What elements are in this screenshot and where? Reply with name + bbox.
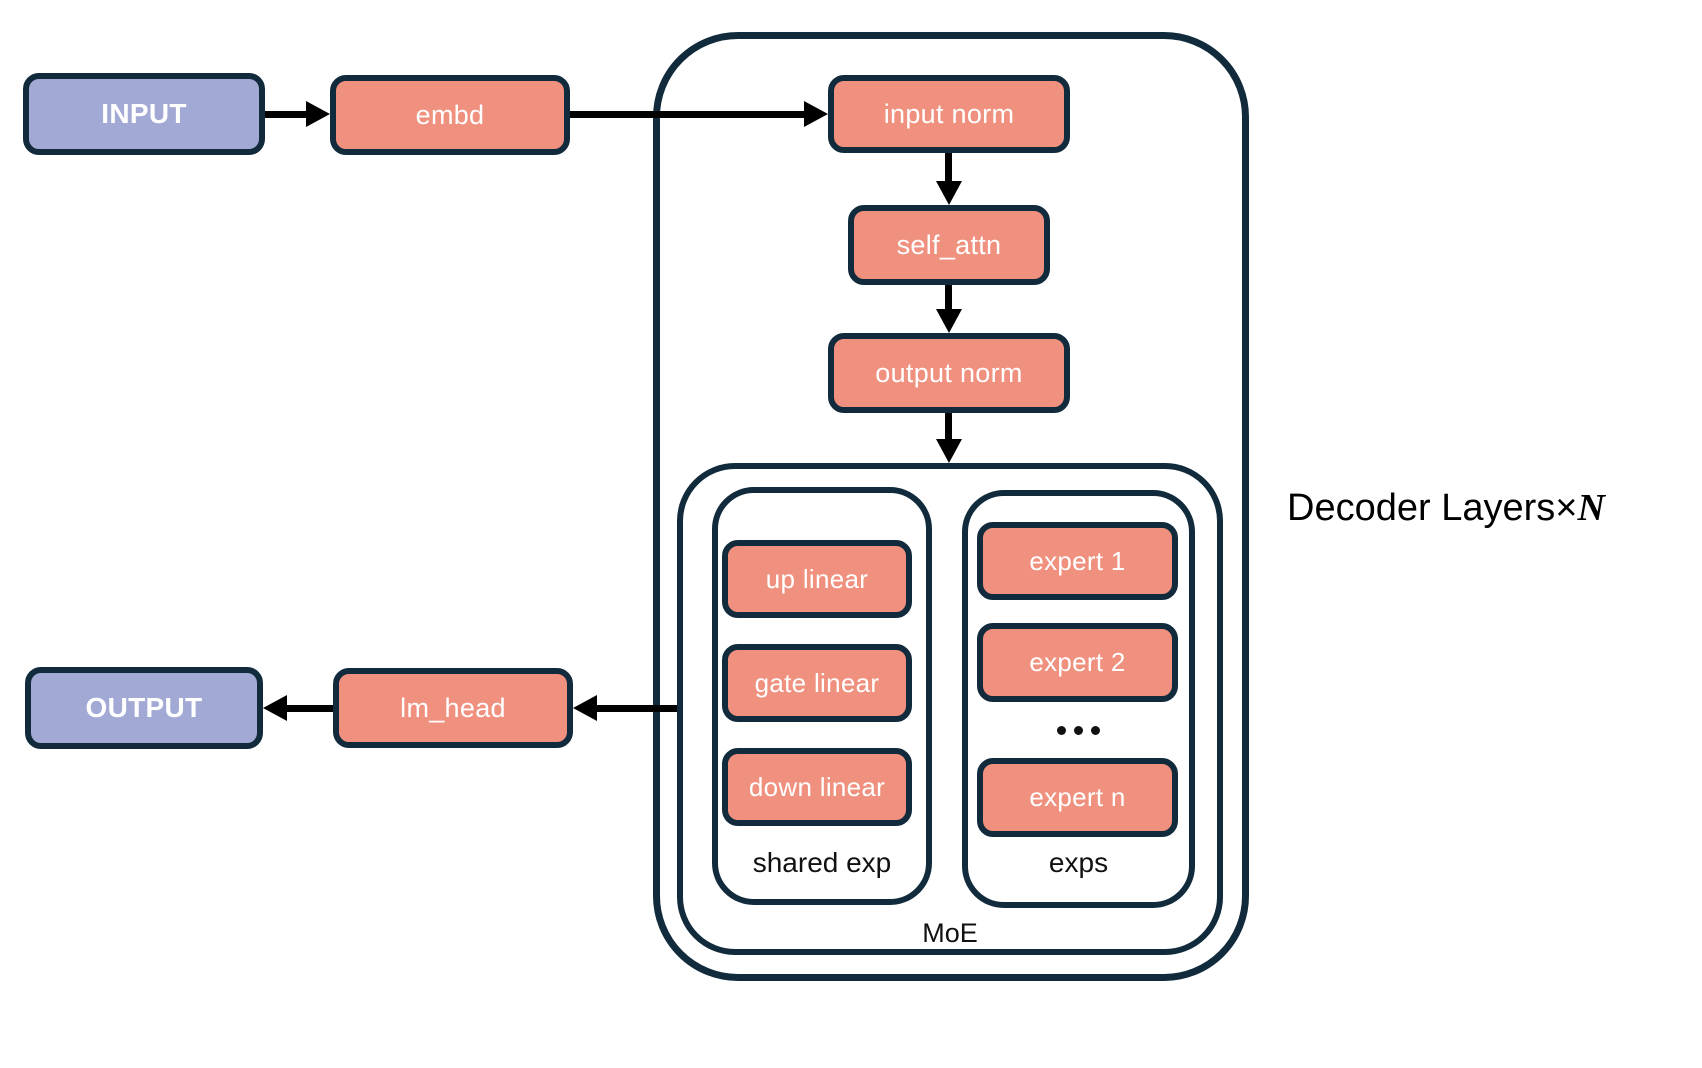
expert-2-node: expert 2 — [977, 623, 1178, 702]
input-node-label: INPUT — [101, 98, 187, 129]
self-attn-label: self_attn — [896, 229, 1002, 260]
input-norm-label: input norm — [883, 98, 1015, 129]
output-node-label: OUTPUT — [85, 692, 203, 723]
expert-n-node: expert n — [977, 758, 1178, 837]
shared-exp-label: shared exp — [752, 847, 892, 878]
output-node: OUTPUT — [25, 667, 263, 749]
exps-label: exps — [1048, 847, 1109, 878]
input-norm-node: input norm — [828, 75, 1070, 153]
embd-node-label: embd — [415, 99, 485, 130]
arrow-input-to-embd — [265, 101, 330, 127]
arrow-output-norm-to-moe — [936, 413, 962, 463]
arrow-input-norm-to-self-attn — [936, 153, 962, 205]
lm-head-label: lm_head — [400, 692, 506, 723]
decoder-layers-container — [653, 32, 1249, 981]
exps-container — [962, 490, 1195, 908]
moe-label: MoE — [922, 918, 978, 948]
arrow-embd-to-input-norm — [570, 101, 828, 127]
expert-2-label: expert 2 — [1029, 647, 1126, 677]
gate-linear-label: gate linear — [754, 667, 880, 698]
expert-n-label: expert n — [1029, 782, 1126, 812]
input-node: INPUT — [23, 73, 265, 155]
decoder-layers-caption-text: Decoder Layers× — [1287, 487, 1578, 529]
down-linear-node: down linear — [722, 748, 912, 826]
decoder-layers-caption: Decoder Layers×N — [1287, 486, 1605, 530]
decoder-layers-n: N — [1577, 487, 1605, 529]
expert-1-label: expert 1 — [1029, 545, 1126, 576]
output-norm-label: output norm — [875, 357, 1023, 388]
embd-node: embd — [330, 75, 570, 155]
lm-head-node: lm_head — [333, 668, 573, 748]
arrow-self-attn-to-output-norm — [936, 285, 962, 333]
down-linear-label: down linear — [748, 771, 886, 802]
experts-ellipsis-icon — [1057, 726, 1100, 735]
arrow-lm-head-to-output — [263, 695, 333, 721]
up-linear-node: up linear — [722, 540, 912, 618]
expert-1-node: expert 1 — [977, 522, 1178, 600]
moe-container — [677, 463, 1223, 955]
shared-exp-container — [712, 487, 932, 905]
up-linear-label: up linear — [765, 563, 869, 594]
arrow-moe-to-lm-head — [573, 695, 677, 721]
self-attn-node: self_attn — [848, 205, 1050, 285]
gate-linear-node: gate linear — [722, 644, 912, 722]
output-norm-node: output norm — [828, 333, 1070, 413]
